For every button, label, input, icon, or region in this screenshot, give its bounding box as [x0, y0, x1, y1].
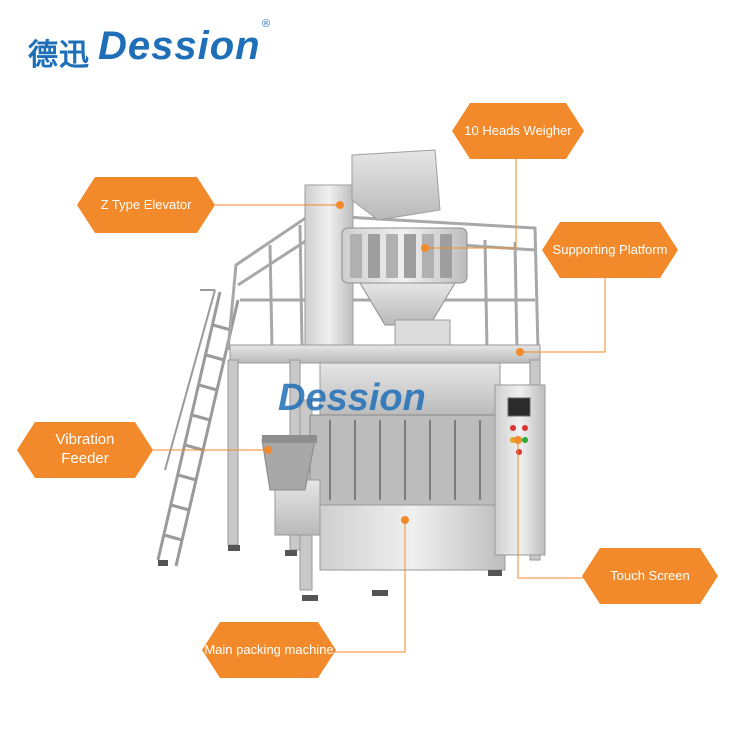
label-vibration-feeder: Vibration Feeder: [17, 422, 153, 478]
packing-machine-body: [274, 362, 506, 571]
ladder: [156, 289, 240, 567]
label-supporting-platform: Supporting Platform: [552, 241, 668, 257]
label-10-heads-weigher: 10 Heads Weigher: [464, 122, 572, 138]
brand-name-en: Dession: [98, 24, 261, 68]
callout-shapes: [17, 103, 718, 678]
control-cabinet: [494, 384, 546, 556]
label-main-packing-machine: Main packing machine: [204, 641, 334, 657]
registered-mark: ®: [262, 18, 271, 30]
supporting-platform-deck: [229, 344, 541, 364]
label-touch-screen: Touch Screen: [610, 567, 690, 583]
brand-name-cn: 德迅: [28, 38, 90, 73]
label-vibration-line2: Feeder: [61, 450, 109, 467]
dession-watermark: Dession: [278, 377, 426, 419]
label-z-type-elevator: Z Type Elevator: [100, 196, 192, 212]
elevator-hopper-top: [351, 149, 441, 221]
vibration-feeder: [261, 435, 317, 491]
callout-dots: [264, 201, 524, 524]
multihead-weigher: [341, 227, 468, 351]
machine-feet: [158, 545, 502, 601]
callout-connectors: [135, 148, 606, 653]
label-vibration-line1: Vibration: [55, 431, 115, 449]
